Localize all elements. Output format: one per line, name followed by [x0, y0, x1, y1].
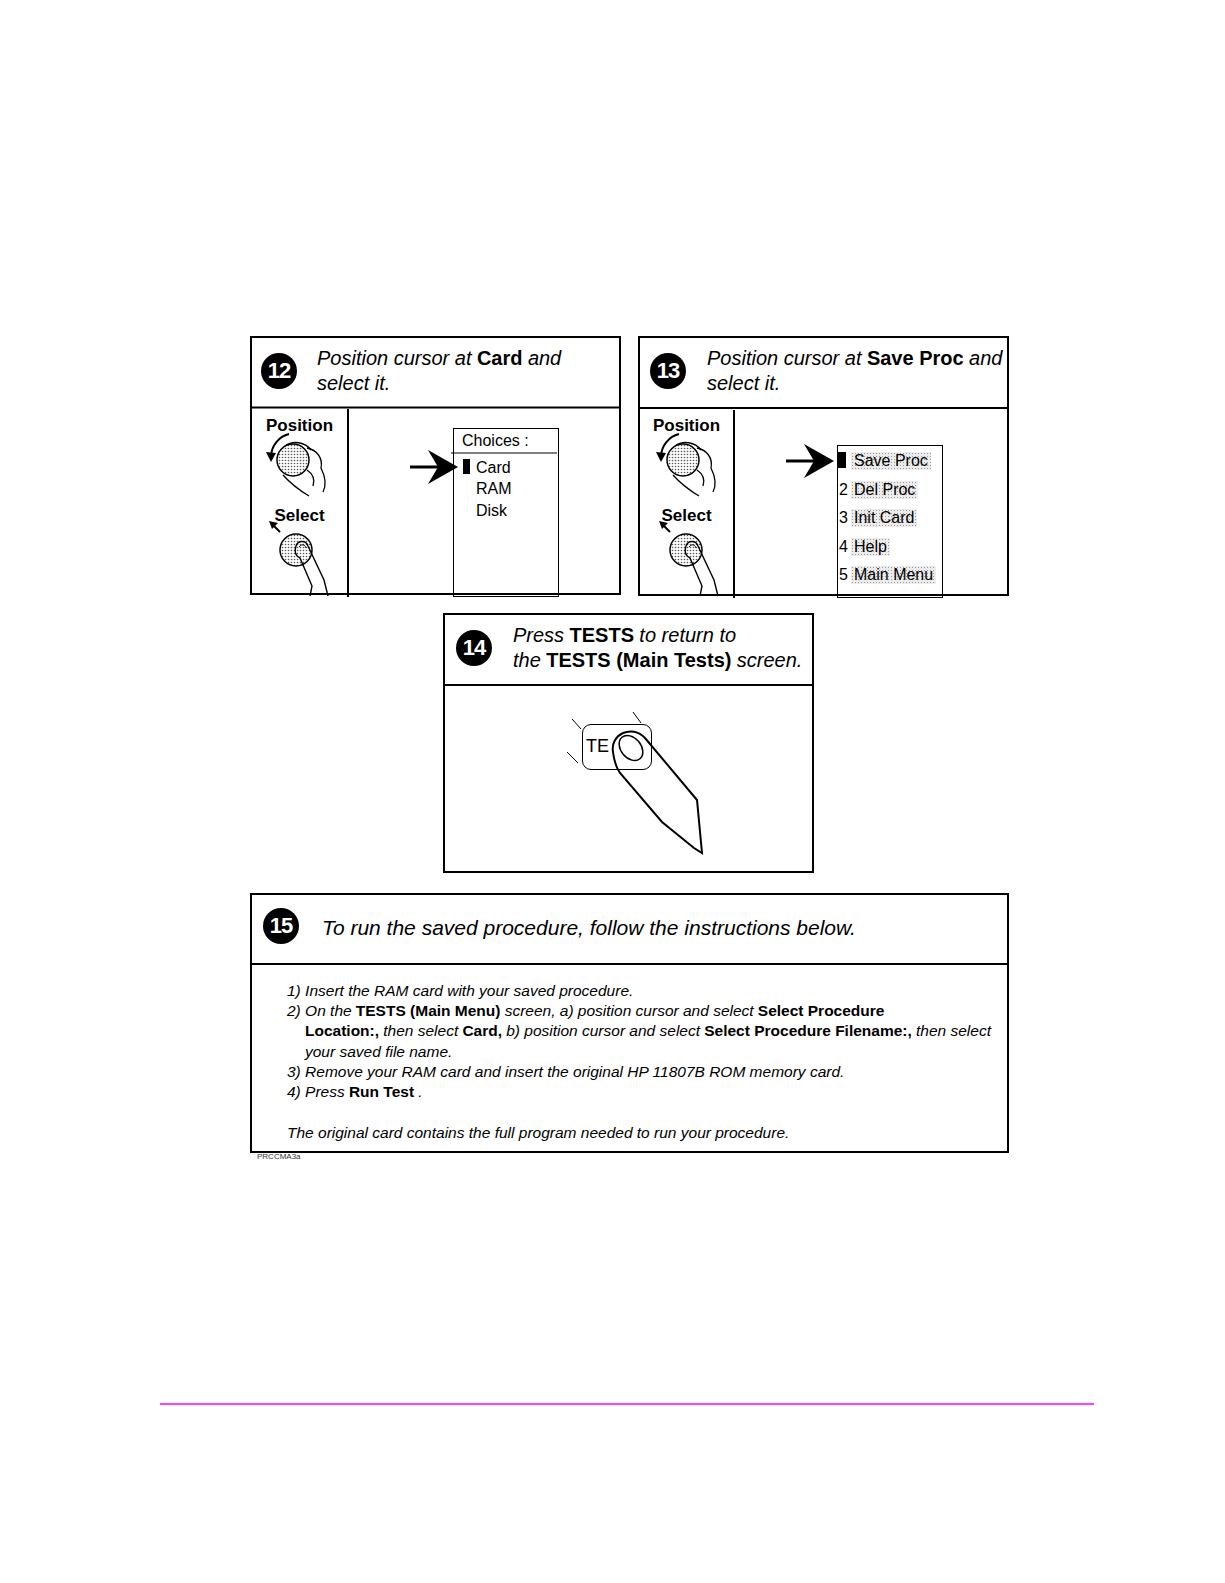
text-block: 2) On theTESTS (Main Menu)screen, a) pos… [287, 1001, 995, 1062]
item-text: 4 [839, 538, 848, 556]
callout-number: 12 [261, 353, 297, 389]
bold-term: Save Proc [867, 347, 964, 369]
text-block: To run the saved procedure, follow the i… [322, 915, 1002, 941]
item-text: Position [252, 416, 347, 436]
text-block: Position cursor atSave Procand select it… [707, 346, 1003, 396]
instruction-text: 2) On the [287, 1002, 352, 1019]
instruction-text: screen, a) position cursor and select [505, 1002, 754, 1019]
bold-term: TESTS (Main Tests) [546, 649, 731, 671]
item-text: Select [640, 506, 733, 526]
instruction-text: 3) Remove your RAM card and insert the o… [287, 1063, 844, 1080]
bold-term: TESTS [570, 624, 634, 646]
bold-term: TESTS (Main Menu) [356, 1002, 501, 1019]
item-text: Position [640, 416, 733, 436]
menu-item: Init Card [851, 509, 917, 527]
choices-list: Choices : CardRAM Disk [453, 428, 559, 597]
menu-list: Save Proc2Del Proc3Init Card4Help5Main M… [837, 445, 943, 598]
instruction-text: Press [513, 624, 564, 646]
control-column: PositionSelect [252, 409, 349, 597]
control-column: PositionSelect [640, 410, 735, 598]
menu-item: Del Proc [851, 481, 918, 499]
instruction-text: The original card contains the full prog… [287, 1124, 789, 1141]
tests-key: TE [582, 724, 652, 770]
bold-term: Card [477, 347, 523, 369]
instruction-text: To run the saved procedure, follow the i… [322, 916, 856, 939]
item-text: 5 [839, 566, 848, 584]
item-text: TE [586, 736, 609, 757]
callout-number: 13 [650, 353, 686, 389]
menu-item: Main Menu [851, 566, 936, 584]
text-block: 1) Insert the RAM card with your saved p… [287, 981, 987, 1001]
menu-item: Help [851, 538, 890, 556]
callout-number: 15 [263, 908, 299, 944]
instruction-text: Position cursor at [317, 347, 472, 369]
figure-code: PRCCMA3a [257, 1152, 301, 1161]
instruction-text: . [418, 1083, 422, 1100]
item-text: 2 [839, 481, 848, 499]
instruction-text: b) position cursor and select [506, 1022, 700, 1039]
bold-term: Card, [462, 1022, 502, 1039]
callout-number: 14 [456, 630, 492, 666]
item-text: Choices : [462, 432, 529, 450]
instruction-text: 4) Press [287, 1083, 345, 1100]
item-text: Disk [476, 502, 507, 520]
text-block: The original card contains the full prog… [287, 1123, 987, 1143]
instruction-panel: To run the saved procedure, follow the i… [250, 893, 1009, 1153]
bold-term: Run Test [349, 1083, 414, 1100]
bold-term: Select Procedure Filename:, [704, 1022, 912, 1039]
instruction-text: then select [383, 1022, 458, 1039]
text-block: Position cursor atCardand select it. [317, 346, 607, 396]
item-text: Select [252, 506, 347, 526]
instruction-text: screen. [737, 649, 803, 671]
item-text: 3 [839, 509, 848, 527]
step-panel: Position cursor atCardand select it.Posi… [250, 336, 621, 595]
item-text: Card [476, 459, 511, 477]
text-block: 4) PressRun Test. [287, 1082, 987, 1102]
item-text: RAM [476, 480, 512, 498]
menu-item: Save Proc [851, 452, 931, 470]
step-panel: Position cursor atSave Procand select it… [638, 336, 1009, 596]
instruction-text: Position cursor at [707, 347, 862, 369]
instruction-text: 1) Insert the RAM card with your saved p… [287, 982, 633, 999]
text-block: PressTESTSto return to theTESTS (Main Te… [513, 623, 809, 673]
text-block: 3) Remove your RAM card and insert the o… [287, 1062, 987, 1082]
step-panel: PressTESTSto return to theTESTS (Main Te… [443, 613, 814, 873]
